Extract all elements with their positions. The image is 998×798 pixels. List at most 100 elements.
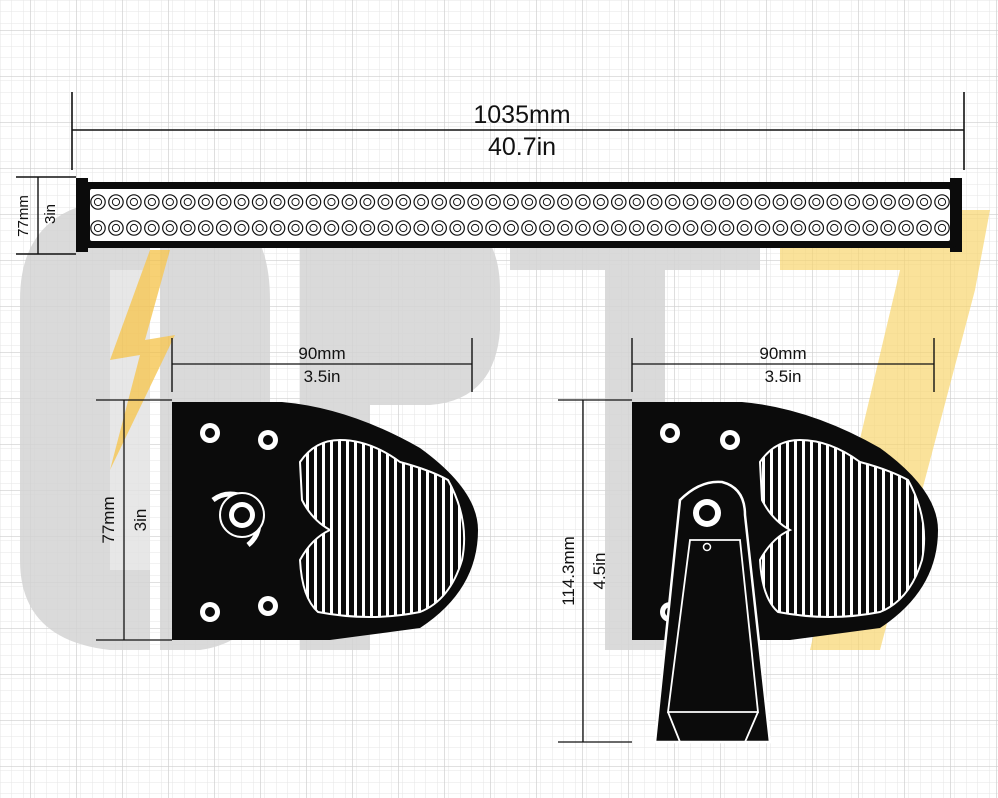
led-lens [162,194,178,210]
led-reflector [866,223,875,233]
led-reflector [506,223,516,233]
led-reflector [219,223,228,233]
left-heatsink-fins [300,440,465,617]
led-lens [215,194,232,210]
led-lens [826,194,843,210]
led-lens [341,220,358,236]
led-reflector [866,197,875,207]
led-lens [575,220,591,236]
led-lens [898,194,914,210]
led-lens [233,194,250,210]
led-reflector [919,223,929,233]
led-reflector [327,197,336,207]
led-lens [808,220,825,236]
led-lens [467,194,483,210]
led-reflector [668,197,677,207]
led-reflector [722,197,731,207]
led-lens [934,194,950,210]
led-lens [431,220,447,236]
led-reflector [704,223,713,233]
led-reflector [309,223,318,233]
led-reflector [758,223,767,233]
led-reflector [165,197,174,207]
led-reflector [704,197,713,207]
led-reflector [830,197,839,207]
led-lens [772,194,789,210]
led-lens [646,194,663,210]
led-reflector [524,223,534,233]
led-reflector [435,223,444,233]
led-reflector [794,197,803,207]
led-lens [521,220,537,236]
led-lens [593,220,609,236]
led-reflector [901,197,911,207]
end-cap-side-view-right: 90mm 3.5in 114.3mm 4.5in [558,338,938,744]
led-reflector [165,223,174,233]
led-reflector [901,223,911,233]
led-reflector [201,197,210,207]
led-reflector [578,197,587,207]
right-width-mm-label: 90mm [759,344,806,363]
led-reflector [93,223,103,233]
led-lens [557,194,573,210]
right-width-in-label: 3.5in [765,367,802,386]
led-reflector [596,223,605,233]
led-reflector [722,223,731,233]
bar-length-in-label: 40.7in [488,133,556,161]
led-reflector [381,223,390,233]
led-lens [593,194,609,210]
led-lens [126,194,142,210]
led-lens [269,194,286,210]
led-lens [718,194,735,210]
led-lens [126,220,142,236]
led-lens [700,194,717,210]
led-reflector [147,197,156,207]
led-lens [898,220,914,236]
led-lens [251,220,268,236]
led-reflector [399,197,408,207]
led-lens [628,220,645,236]
led-reflector [488,197,498,207]
end-cap-side-view-left: 90mm 3.5in 77mm 3in [96,338,478,641]
led-lens [233,220,250,236]
led-lens [162,220,178,236]
led-reflector [560,197,569,207]
led-reflector [381,197,390,207]
led-lens [108,194,124,210]
led-reflector [937,197,947,207]
led-lens [269,220,286,236]
led-reflector [937,223,947,233]
led-lens [664,220,681,236]
led-lens [413,194,430,210]
led-lens [197,194,214,210]
led-reflector [884,197,893,207]
led-reflector [345,223,354,233]
mounting-stand-bracket [653,480,772,744]
led-reflector [471,223,480,233]
led-lens [844,220,861,236]
led-reflector [471,197,480,207]
led-lens [144,220,160,236]
bar-height-mm-label: 77mm [15,195,32,237]
led-lens [377,194,394,210]
led-reflector [273,197,282,207]
led-reflector [542,197,552,207]
led-lens [790,220,807,236]
led-lens [682,220,699,236]
led-lens [359,194,376,210]
led-lens [485,194,501,210]
led-reflector [183,223,192,233]
lightning-bolt-icon [110,250,175,470]
led-reflector [812,197,821,207]
left-height-in-label: 3in [131,509,150,532]
bar-length-mm-label: 1035mm [473,101,570,129]
led-reflector [614,197,623,207]
led-reflector [291,223,300,233]
led-lens [754,194,771,210]
led-reflector [345,197,354,207]
led-reflector [417,197,426,207]
led-lens [934,220,950,236]
led-lens [844,194,861,210]
led-lens [539,220,555,236]
